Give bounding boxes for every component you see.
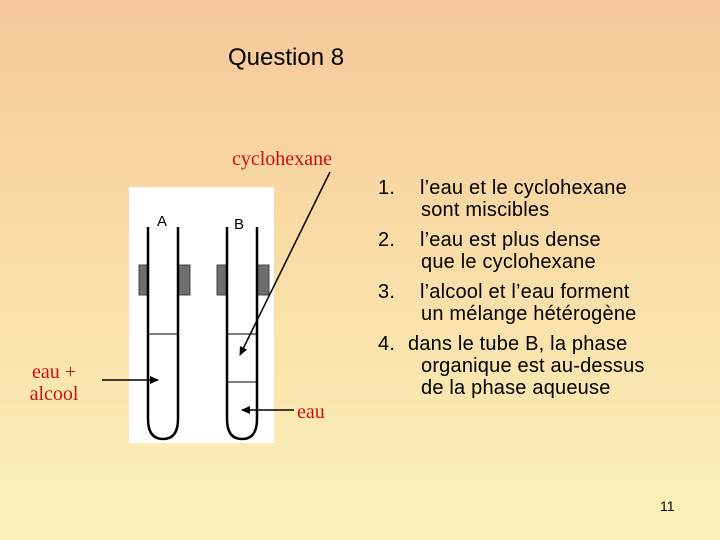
arrow-cyclohexane [239, 171, 331, 356]
label-eau-alcool-line1: eau + [31, 361, 77, 383]
answer-4-line3: de la phase aqueuse [421, 377, 611, 399]
page-number: 11 [660, 498, 675, 514]
label-cyclohexane: cyclohexane [232, 148, 332, 170]
answer-4-line2: organique est au-dessus [421, 355, 645, 377]
slide-title: Question 8 [228, 44, 345, 71]
answer-1-line2: sont miscibles [421, 199, 550, 221]
answer-3[interactable]: 3. l’alcool et l’eau forment un mélange h… [378, 281, 718, 325]
answer-1-number: 1. [378, 177, 396, 199]
answer-1[interactable]: 1. l’eau et le cyclohexane sont miscibles [378, 177, 718, 221]
label-eau: eau [297, 401, 325, 423]
test-tubes-diagram [129, 187, 274, 443]
tube-a-glass [146, 227, 180, 441]
answer-4[interactable]: 4. dans le tube B, la phase organique est… [378, 333, 718, 399]
answer-2-line1: l’eau est plus dense [420, 229, 601, 251]
answer-2-line2: que le cyclohexane [421, 251, 596, 273]
answer-list: 1. l’eau et le cyclohexane sont miscibles… [378, 177, 718, 399]
tube-a-label: A [157, 213, 168, 230]
label-eau-alcool-line2: alcool [29, 383, 79, 405]
answer-3-line2: un mélange hétérogène [421, 303, 637, 325]
tube-b [216, 227, 270, 441]
test-tubes-drawing [138, 227, 270, 441]
tube-b-glass [225, 227, 259, 441]
answer-3-line1: l’alcool et l’eau forment [420, 281, 630, 303]
tube-b-label: B [234, 216, 245, 233]
answer-4-line1: dans le tube B, la phase [408, 333, 628, 355]
answer-3-number: 3. [378, 281, 396, 303]
answer-4-number: 4. [378, 333, 396, 355]
label-eau-alcool: eau + alcool [24, 361, 84, 405]
tube-a [138, 227, 191, 441]
answer-1-line1: l’eau et le cyclohexane [420, 177, 627, 199]
answer-2[interactable]: 2. l’eau est plus dense que le cyclohexan… [378, 229, 718, 273]
answer-2-number: 2. [378, 229, 396, 251]
